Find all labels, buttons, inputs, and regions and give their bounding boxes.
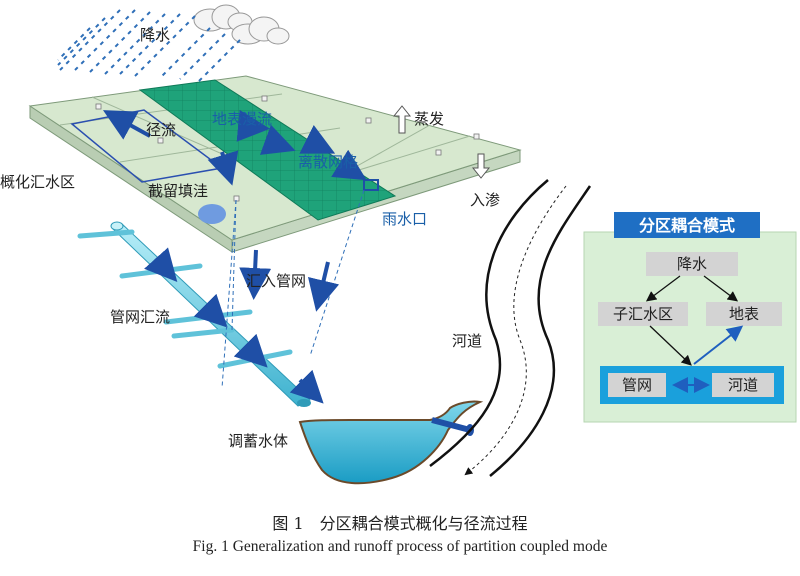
runoff-arrows bbox=[102, 109, 367, 186]
cloud-icon-2 bbox=[231, 16, 290, 45]
inlet-squares bbox=[95, 95, 480, 202]
label-generalized-catchment: 概化汇水区 bbox=[0, 173, 75, 191]
retention-depression bbox=[198, 204, 226, 224]
branch-pipes bbox=[77, 229, 293, 369]
label-surface-overland-flow: 地表漫流 bbox=[212, 110, 272, 128]
panel-surface: 地表 bbox=[729, 305, 759, 323]
panel-title: 分区耦合模式 bbox=[639, 216, 735, 235]
label-storage-water-body: 调蓄水体 bbox=[228, 432, 288, 450]
storage-basin bbox=[298, 400, 484, 485]
panel-sub-catchment: 子汇水区 bbox=[613, 305, 673, 323]
coupling-panel: 分区耦合模式 降水 子汇水区 地表 管网 河道 bbox=[583, 212, 797, 423]
cloud-icon bbox=[193, 4, 253, 32]
grid-cell-highlight bbox=[363, 179, 379, 191]
label-runoff: 径流 bbox=[146, 121, 176, 139]
panel-box-surface bbox=[706, 302, 782, 326]
pipe-flow-arrows bbox=[144, 247, 324, 404]
label-infiltration: 入渗 bbox=[470, 191, 500, 209]
panel-river: 河道 bbox=[728, 376, 758, 394]
evaporation-arrow-icon bbox=[392, 105, 412, 134]
panel-box-sub-catchment bbox=[598, 302, 688, 326]
panel-box-river bbox=[712, 373, 774, 397]
label-rain-inlet: 雨水口 bbox=[382, 210, 427, 228]
figure-caption-cn: 图 1 分区耦合模式概化与径流过程 bbox=[272, 514, 528, 533]
rain-drops bbox=[57, 9, 241, 83]
label-into-pipe-network: 汇入管网 bbox=[246, 272, 306, 290]
figure-caption-en: Fig. 1 Generalization and runoff process… bbox=[192, 538, 608, 555]
label-evaporation: 蒸发 bbox=[414, 110, 444, 128]
label-retention-filling: 截留填洼 bbox=[148, 182, 208, 200]
panel-title-bar bbox=[614, 212, 760, 238]
inflow-arrows bbox=[239, 249, 340, 312]
label-rainfall: 降水 bbox=[140, 26, 170, 44]
infiltration-arrow-icon bbox=[471, 153, 491, 179]
label-pipe-network-flow: 管网汇流 bbox=[110, 308, 170, 326]
river-channel bbox=[429, 179, 592, 477]
panel-pipe-network: 管网 bbox=[622, 376, 652, 394]
diagram-canvas: 降水 bbox=[0, 4, 797, 485]
label-river-channel: 河道 bbox=[452, 332, 482, 350]
panel-rainfall: 降水 bbox=[677, 255, 707, 273]
panel-arrows bbox=[645, 275, 744, 393]
inlet-connection-lines bbox=[221, 189, 365, 389]
panel-box-rainfall bbox=[646, 252, 738, 276]
panel-box-pipe-network bbox=[608, 373, 666, 397]
label-discrete-grid: 离散网格 bbox=[298, 153, 358, 171]
